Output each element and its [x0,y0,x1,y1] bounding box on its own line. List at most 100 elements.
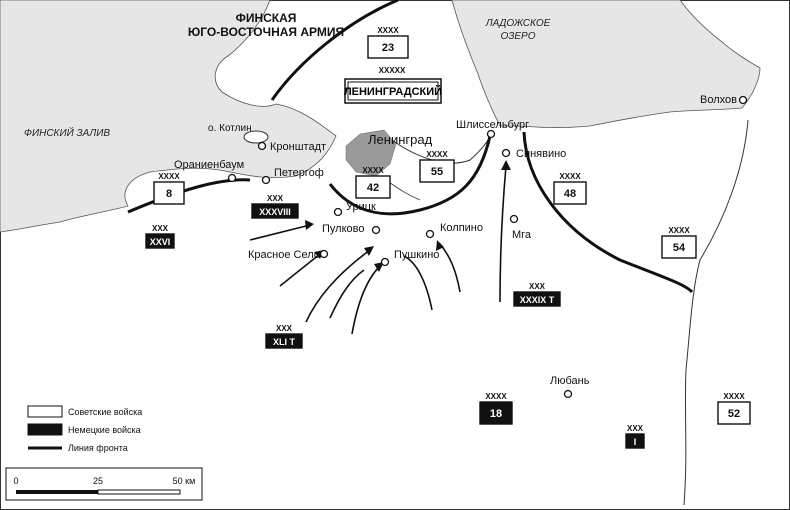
place-label-pushkino: Пушкино [394,249,439,261]
attack-arrow-4 [329,269,365,319]
unit-box [717,401,751,425]
place-marker-petergof [261,175,271,185]
front-box-inner [347,81,439,101]
front-line-karelia [270,0,399,101]
unit-echelon: XXXX [723,392,745,401]
unit-box [419,159,455,183]
place-marker-pulkovo [371,225,381,235]
unit-label: 23 [382,42,394,54]
legend-soviet-swatch [27,405,63,418]
place-marker-pushkino [380,257,390,267]
front-line-volkhov [522,131,694,294]
unit-army52: XXXX 52 [717,392,751,425]
place-label-luban: Любань [550,375,590,387]
arrowhead-5 [374,262,384,272]
unit-echelon: XXX [276,324,293,333]
unit-corps1: XXX I [625,424,645,449]
unit-label: XXXVIII [259,207,291,217]
legend-german-label: Немецкие войска [68,425,141,435]
unit-corps38: XXX XXXVIII [251,194,299,219]
place-label-oranienbaum: Ораниенбаум [174,159,244,171]
front-name: ЛЕНИНГРАДСКИЙ [344,85,442,98]
unit-corps41: XXX XLI T [265,324,303,349]
unit-box [625,433,645,449]
place-marker-sinyavino [501,148,511,158]
unit-army42: XXXX 42 [355,166,391,199]
kotlin-label: о. Котлин [208,123,252,134]
attack-arrow-6 [403,255,433,311]
leningrad-label: Ленинград [368,132,433,147]
attack-arrow-3 [305,249,371,323]
legend-soviet-label: Советские войска [68,407,142,417]
place-marker-kronstadt [257,141,267,151]
legend: Советские войска Немецкие войска Линия ф… [27,405,142,453]
unit-box [553,181,587,205]
unit-echelon: XXX [267,194,284,203]
finnish-army-title-line1: ФИНСКАЯ [236,11,297,25]
place-label-sinyavino: Синявино [516,148,566,160]
unit-box [513,291,561,307]
place-marker-mga [509,214,519,224]
unit-box [145,233,175,249]
unit-box [661,235,697,259]
place-marker-shlisselburg [486,129,496,139]
place-marker-luban [563,389,573,399]
unit-label: I [634,437,637,447]
unit-label: 54 [673,242,686,254]
attack-arrows [249,160,511,335]
place-marker-volkhov [738,95,748,105]
unit-box [355,175,391,199]
unit-echelon: XXXX [362,166,384,175]
arrowhead-8 [501,160,511,170]
place-label-pulkovo: Пулково [322,223,364,235]
attack-arrow-8 [499,165,507,303]
scale-segment-filled [16,490,98,494]
unit-label: 18 [490,408,502,420]
front-lines [127,0,694,294]
place-marker-uritsk [333,207,343,217]
lake-label-line1: ЛАДОЖСКОЕ [485,18,551,29]
lake-label-line2: ОЗЕРО [500,31,535,42]
unit-army48: XXXX 48 [553,172,587,205]
legend-front-label: Линия фронта [68,443,128,453]
scale-tick-50: 50 км [173,476,196,486]
unit-echelon: XXX [627,424,644,433]
unit-label: XLI T [273,337,296,347]
unit-echelon: XXXX [559,172,581,181]
unit-army18: XXXX 18 [479,392,513,425]
place-label-krasnoe_selo: Красное Село [248,249,320,261]
gulf-label: ФИНСКИЙ ЗАЛИВ [24,126,110,139]
unit-echelon: XXX [152,224,169,233]
unit-box [265,333,303,349]
arrowhead-3 [364,246,374,256]
unit-echelon: XXXX [668,226,690,235]
front-line-oranienbaum [127,178,251,214]
unit-label: 8 [166,188,172,200]
place-label-volkhov: Волхов [700,94,737,106]
kotlin-island [243,130,269,144]
unit-echelon: XXXX [485,392,507,401]
places-layer: КронштадтОраниенбаумПетергофУрицкПулково… [174,94,748,399]
unit-box [479,401,513,425]
scale-segment-empty [97,489,181,495]
place-label-petergof: Петергоф [274,167,324,179]
unit-echelon: XXXX [377,26,399,35]
place-label-mga: Мга [512,229,532,241]
unit-label: 52 [728,408,740,420]
attack-arrow-1 [249,224,311,241]
scale-bar: 0 25 50 км [5,467,203,501]
unit-army23: XXXX 23 [367,26,409,59]
front-echelon: XXXXX [379,66,406,75]
place-label-shlisselburg: Шлиссельбург [456,119,529,131]
unit-label: 48 [564,188,576,200]
unit-label: 42 [367,182,379,194]
unit-label: 55 [431,166,443,178]
scale-tick-25: 25 [93,476,103,486]
place-marker-kolpino [425,229,435,239]
